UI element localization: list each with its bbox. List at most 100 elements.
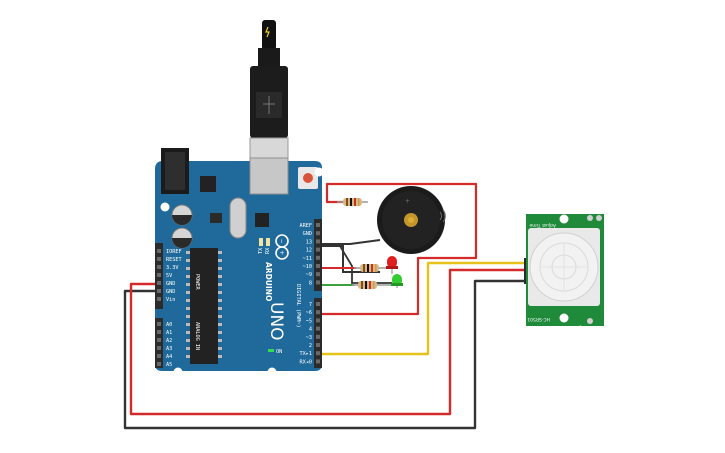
led-red [386,256,398,274]
pin-label: GND [303,231,312,237]
chip-leg [218,331,222,334]
chip-leg [218,275,222,278]
chip-leg [186,315,190,318]
label-rx: RX [265,247,271,254]
svg-text:+: + [278,250,285,255]
header-digital-low [314,298,322,368]
pin-label: 4 [309,327,312,333]
chip-leg [186,299,190,302]
header-digital-high [314,219,322,291]
brand-label: ARDUINO [264,262,273,301]
power-pin-hole-4 [157,281,161,285]
led-green [391,274,403,288]
pin-label: ~10 [303,264,312,270]
analog-pin-hole-3 [157,346,161,350]
pin-label: GND [166,289,175,295]
chip-leg [218,291,222,294]
digital-pin-hole-high-0 [316,223,320,227]
svg-text:−: − [278,239,285,244]
pin-label: A3 [166,346,172,352]
power-pin-hole-6 [157,297,161,301]
digital-pin-hole-low-6 [316,351,320,356]
digital-pin-hole-low-2 [316,318,320,323]
chip-leg [218,323,222,326]
model-label: UNO [266,302,286,341]
chip-leg [218,259,222,262]
chip-leg [186,355,190,358]
chip-leg [186,283,190,286]
chip-leg [218,267,222,270]
pin-label: A2 [166,338,172,344]
power-group-label: POWER [194,274,200,290]
atmega-chip [190,248,218,364]
digital-pin-hole-low-1 [316,310,320,315]
digital-pin-hole-high-7 [316,280,320,285]
analog-pin-hole-4 [157,354,161,358]
pin-label: ~9 [306,272,312,278]
chip-leg [186,251,190,254]
analog-pin-hole-1 [157,330,161,334]
label-tx: TX [258,247,264,254]
usb-socket [249,157,289,195]
chip-leg [186,259,190,262]
chip-leg [186,275,190,278]
chip-leg [218,283,222,286]
chip-leg [186,347,190,350]
pin-label: 8 [309,280,312,286]
digital-pin-hole-low-4 [316,334,320,339]
pin-label: RESET [166,257,182,263]
chip-leg [218,315,222,318]
digital-pin-hole-high-3 [316,247,320,252]
digital-pin-hole-high-4 [316,255,320,260]
chip-leg [218,339,222,342]
pin-label: RX◂0 [300,359,313,365]
power-pin-hole-1 [157,257,161,261]
chip-leg [186,323,190,326]
capacitor-2 [171,227,193,249]
digital-pin-hole-high-2 [316,239,320,244]
piezo-buzzer-icon: + [377,186,446,254]
wire-buzzer-pin [321,182,478,316]
pin-label: GND [166,281,175,287]
wire-gnd-led [321,245,380,273]
resistor-led-green [352,281,392,289]
pin-label: AREF [300,223,313,229]
chip-leg [186,291,190,294]
digital-pin-hole-high-6 [316,272,320,277]
power-pin-hole-3 [157,273,161,277]
pin-label: Vin [166,297,175,303]
power-pin-hole-2 [157,265,161,269]
pin-label: A0 [166,322,172,328]
digital-pin-hole-low-7 [316,359,320,364]
chip-leg [186,331,190,334]
pin-label: 7 [309,302,312,308]
chip-leg [186,267,190,270]
digital-group-label: DIGITAL (PWM~) [295,284,301,328]
pin-label: A1 [166,330,172,336]
analog-pin-hole-2 [157,338,161,342]
digital-pin-hole-high-5 [316,264,320,268]
header-analog [155,318,163,368]
digital-pin-hole-low-5 [316,343,320,347]
analog-pin-hole-5 [157,362,161,366]
pin-label: 2 [309,343,312,349]
pin-label: 5V [166,273,172,279]
resistor-buzzer [337,198,368,206]
pir-top-label: Adjust Time [529,222,556,228]
analog-group-label: ANALOG IN [194,322,200,350]
pir-sensor-icon: Adjust Time HC-SR501 Sensitivity [524,214,604,330]
pin-label: IOREF [166,249,182,255]
chip-leg [218,347,222,350]
chip-leg [218,299,222,302]
power-pin-hole-5 [157,289,161,293]
pir-sensitivity-label: Sensitivity [578,324,602,330]
chip-leg [186,307,190,310]
chip-leg [218,251,222,254]
chip-leg [218,307,222,310]
pin-label: TX▸1 [300,351,313,357]
pin-label: 12 [306,248,312,254]
analog-pin-hole-0 [157,322,161,326]
pir-model-label: HC-SR501 [527,316,550,322]
pin-label: 13 [306,239,312,245]
chip-leg [218,355,222,358]
